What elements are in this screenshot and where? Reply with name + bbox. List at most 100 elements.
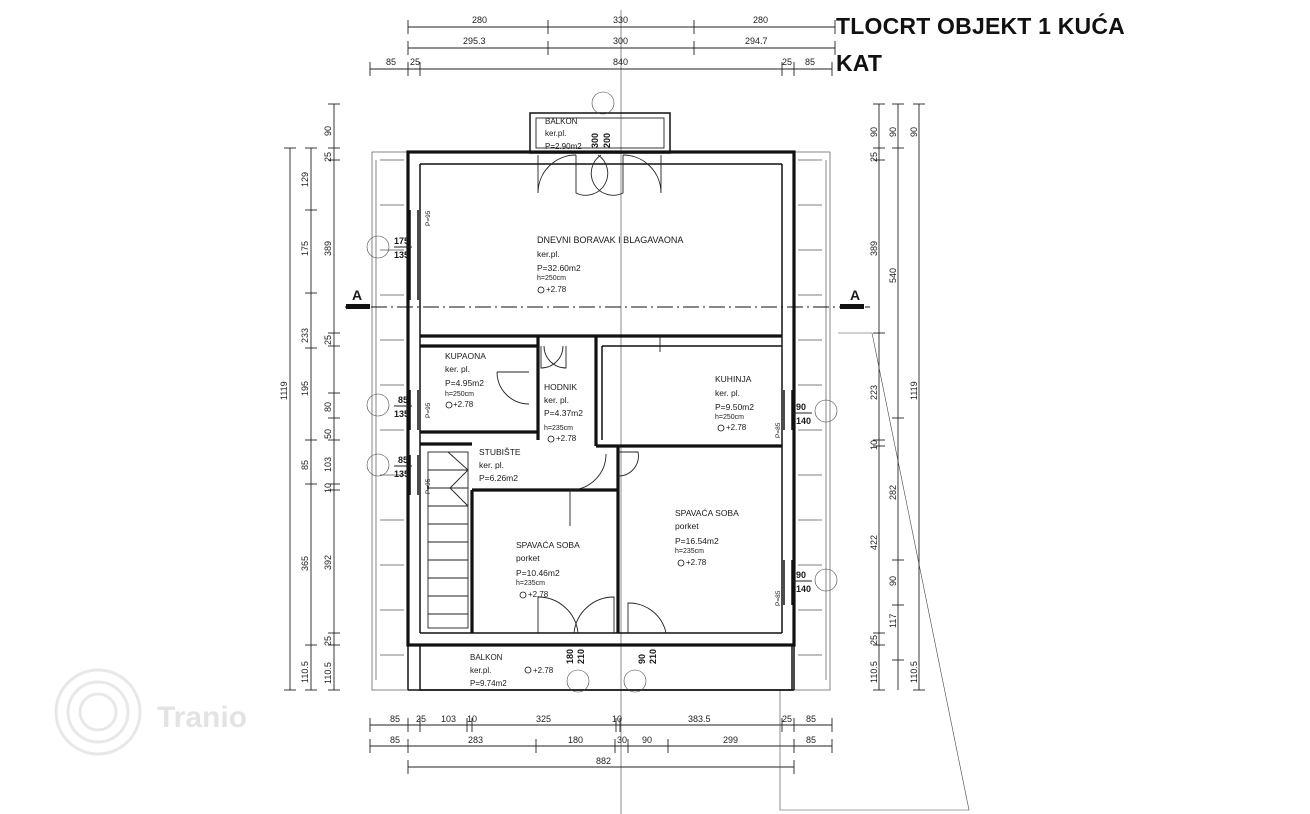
room-area: P=32.60m2 xyxy=(537,263,581,273)
dim-top-3: 280 xyxy=(753,15,768,25)
dim-right-in-9: 90 xyxy=(909,127,919,137)
dim-right-mid-3: 282 xyxy=(888,485,898,500)
sill-bed2: P=85 xyxy=(775,590,782,606)
room-balcony-bottom: BALKON ker.pl. P=9.74m2 +2.78 xyxy=(470,653,554,688)
dim-bot-14: 90 xyxy=(642,735,652,745)
room-kitchen: KUHINJA ker. pl. P=9.50m2 h=250cm +2.78 xyxy=(715,374,754,432)
sill-stairs: P=95 xyxy=(425,478,432,494)
room-level: +2.78 xyxy=(528,590,549,599)
dim-top-9: 840 xyxy=(613,57,628,67)
room-hall: HODNIK ker. pl. P=4.37m2 h=235cm +2.78 xyxy=(544,382,583,443)
right-dimensions: 90 25 389 223 10 422 25 110.5 90 540 282… xyxy=(869,103,925,691)
dim-bot-9: 85 xyxy=(806,714,816,724)
room-balcony-top: BALKON ker.pl. P=2.90m2 xyxy=(545,117,582,151)
section-line-a: A A xyxy=(345,287,870,309)
bottom-balcony xyxy=(407,644,795,691)
dim-right-in-10: 110.5 xyxy=(909,661,919,683)
dim-right-in-7: 25 xyxy=(869,635,879,645)
win-bed2-height: 140 xyxy=(796,584,811,594)
room-level: +2.78 xyxy=(453,400,474,409)
dim-top-4: 295.3 xyxy=(463,36,486,46)
room-level: +2.78 xyxy=(533,666,554,675)
dim-left-mid-1: 129 xyxy=(300,172,310,187)
room-name: BALKON xyxy=(470,653,503,662)
dim-left-mid-5: 85 xyxy=(300,460,310,470)
dim-bot-13: 30 xyxy=(617,735,627,745)
room-floor: porket xyxy=(516,553,540,563)
dim-left-in-8: 10 xyxy=(323,483,333,493)
dim-left-in-9: 392 xyxy=(323,555,333,570)
room-height: h=250cm xyxy=(715,414,744,421)
dim-left-in-7: 103 xyxy=(323,457,333,472)
room-name: KUPAONA xyxy=(445,351,486,361)
room-floor: ker.pl. xyxy=(470,666,491,675)
dim-bot-8: 25 xyxy=(782,714,792,724)
door-bed2-height: 210 xyxy=(648,649,658,664)
room-area: P=6.26m2 xyxy=(479,473,518,483)
sill-kitchen: P=85 xyxy=(775,422,782,438)
room-bath: KUPAONA ker. pl. P=4.95m2 h=250cm +2.78 xyxy=(445,351,486,409)
room-level: +2.78 xyxy=(726,423,747,432)
room-floor: ker.pl. xyxy=(537,249,560,259)
door-bed1-width: 180 xyxy=(565,649,575,664)
dim-left-mid-6: 365 xyxy=(300,556,310,571)
room-living: DNEVNI BORAVAK I BLAGAVAONA ker.pl. P=32… xyxy=(537,235,683,294)
room-floor: ker. pl. xyxy=(544,395,569,405)
dim-bot-15: 299 xyxy=(723,735,738,745)
dim-right-in-2: 25 xyxy=(869,152,879,162)
win-bed2-width: 90 xyxy=(796,570,806,580)
watermark-text: Tranio xyxy=(157,701,247,734)
room-bedroom-2: SPAVAĆA SOBA porket P=16.54m2 h=235cm +2… xyxy=(675,508,739,567)
room-area: P=9.74m2 xyxy=(470,679,507,688)
dim-right-in-5: 10 xyxy=(869,440,879,450)
dim-top-7: 85 xyxy=(386,57,396,67)
exterior-walls xyxy=(406,150,796,647)
dim-bot-16: 85 xyxy=(806,735,816,745)
room-height: h=250cm xyxy=(537,275,566,282)
dim-left-mid-3: 233 xyxy=(300,328,310,343)
reference-circles xyxy=(366,91,838,693)
balcony-door-height: 200 xyxy=(602,133,612,148)
win-stairs-width: 85 xyxy=(398,455,408,465)
dim-top-8: 25 xyxy=(410,57,420,67)
balcony-door-width: 300 xyxy=(590,133,600,148)
win-living-width: 175 xyxy=(394,236,409,246)
room-floor: ker. pl. xyxy=(715,388,740,398)
site-boundary-line xyxy=(779,332,970,811)
dim-right-outer: 1119 xyxy=(909,381,919,400)
dim-left-in-2: 25 xyxy=(323,152,333,162)
win-bath-width: 85 xyxy=(398,395,408,405)
dim-left-mid-4: 195 xyxy=(300,381,310,396)
dim-left-in-3: 389 xyxy=(323,241,333,256)
win-living-height: 135 xyxy=(394,250,409,260)
dim-left-in-6: 50 xyxy=(323,429,333,439)
room-name: STUBIŠTE xyxy=(479,447,521,457)
room-name: DNEVNI BORAVAK I BLAGAVAONA xyxy=(537,235,683,245)
room-name: SPAVAĆA SOBA xyxy=(675,508,739,518)
dim-top-11: 85 xyxy=(805,57,815,67)
room-floor: ker. pl. xyxy=(445,364,470,374)
dim-bot-12: 180 xyxy=(568,735,583,745)
dim-left-mid-2: 175 xyxy=(300,241,310,256)
room-floor: ker.pl. xyxy=(545,129,566,138)
room-name: SPAVAĆA SOBA xyxy=(516,540,580,550)
dim-right-in-6: 422 xyxy=(869,535,879,550)
roof-eaves-hatch xyxy=(371,151,831,691)
plan-subtitle: KAT xyxy=(836,50,883,76)
section-label-left: A xyxy=(352,287,362,303)
left-dimensions: 1119 129 175 233 195 85 365 110.5 90 25 … xyxy=(279,103,340,691)
top-dimensions: 280 330 280 295.3 300 294.7 85 25 840 25… xyxy=(369,15,836,76)
win-kitchen-height: 140 xyxy=(796,416,811,426)
dim-top-1: 280 xyxy=(472,15,487,25)
room-floor: ker. pl. xyxy=(479,460,504,470)
sill-bath: P=95 xyxy=(425,402,432,418)
room-area: P=2.90m2 xyxy=(545,142,582,151)
dim-left-in-11: 110.5 xyxy=(323,662,333,684)
dim-right-mid-4: 90 xyxy=(888,576,898,586)
dim-bot-10: 85 xyxy=(390,735,400,745)
opening-labels: 300 200 175 135 85 135 85 135 90 140 90 … xyxy=(394,133,812,664)
dim-right-in-3: 389 xyxy=(869,241,879,256)
dim-bot-1: 85 xyxy=(390,714,400,724)
dim-right-mid-2: 540 xyxy=(888,268,898,283)
dim-right-mid-1: 90 xyxy=(888,127,898,137)
